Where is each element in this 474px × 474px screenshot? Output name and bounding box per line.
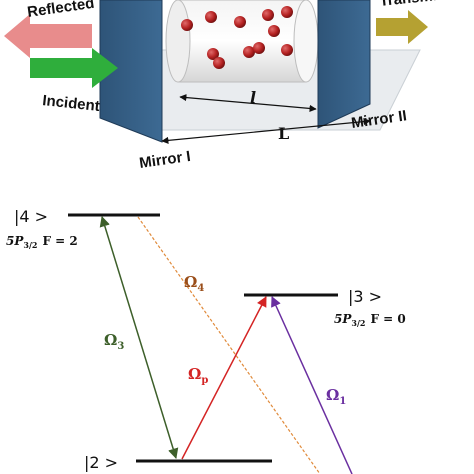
vapor-cell [165, 0, 319, 83]
atom [213, 57, 225, 69]
omega3-transition-arrow [99, 215, 179, 460]
level-3-state: 5P3/2 F = 0 [334, 312, 406, 328]
cavity-schematic: Reflected Incident Transmitted l L Mirro… [4, 0, 465, 172]
reflected-beam-arrow [4, 14, 92, 58]
cell-length-label: l [250, 88, 256, 107]
incident-beam-arrow [30, 48, 118, 88]
atom [207, 48, 219, 60]
omega4-label: Ω4 [184, 273, 204, 294]
cell-length-arrow [179, 93, 317, 113]
mirror-2 [317, 0, 371, 129]
omega3-sub: 3 [117, 341, 124, 352]
atom [262, 9, 274, 21]
omega1-label: Ω1 [326, 386, 346, 407]
transmitted-beam-arrow [376, 10, 428, 44]
omegap-transition-arrow [181, 296, 267, 460]
cavity-length-arrow [161, 118, 371, 144]
atom [181, 19, 193, 31]
atom [205, 11, 217, 23]
omega4-sub: 4 [197, 283, 204, 294]
omegap-sub: p [201, 375, 208, 386]
level-3-ket: |3 > [348, 287, 382, 306]
omega4-transition-line [137, 216, 321, 474]
mirror-1-label: Mirror I [138, 148, 192, 172]
atom [253, 42, 265, 54]
omega1-symbol: Ω [326, 386, 339, 404]
omegap-symbol: Ω [188, 365, 201, 383]
reflected-label: Reflected [26, 0, 95, 21]
level-2-ket: |2 > [84, 453, 118, 472]
omega1-transition-arrow [271, 296, 353, 474]
transmitted-label: Transmitted [379, 0, 465, 10]
level-4-state-sub: 3/2 [23, 240, 37, 250]
level-3-state-main: 5P [334, 312, 352, 326]
level-4-f-label: F = 2 [42, 234, 77, 248]
atom [268, 25, 280, 37]
atom [281, 6, 293, 18]
omega1-sub: 1 [339, 396, 346, 407]
level-3-f-label: F = 0 [370, 312, 405, 326]
omegap-label: Ωp [188, 365, 208, 386]
omega3-label: Ω3 [104, 331, 124, 352]
level-4-ket: |4 > [14, 207, 48, 226]
cavity-length-label: L [278, 124, 289, 143]
level-4-state: 5P3/2 F = 2 [6, 234, 78, 250]
level-4-state-main: 5P [6, 234, 24, 248]
level-3-state-sub: 3/2 [351, 318, 365, 328]
incident-label: Incident [42, 92, 101, 115]
omega4-symbol: Ω [184, 273, 197, 291]
omega3-symbol: Ω [104, 331, 117, 349]
atoms [181, 6, 293, 69]
atom [243, 46, 255, 58]
atom [234, 16, 246, 28]
atom [281, 44, 293, 56]
